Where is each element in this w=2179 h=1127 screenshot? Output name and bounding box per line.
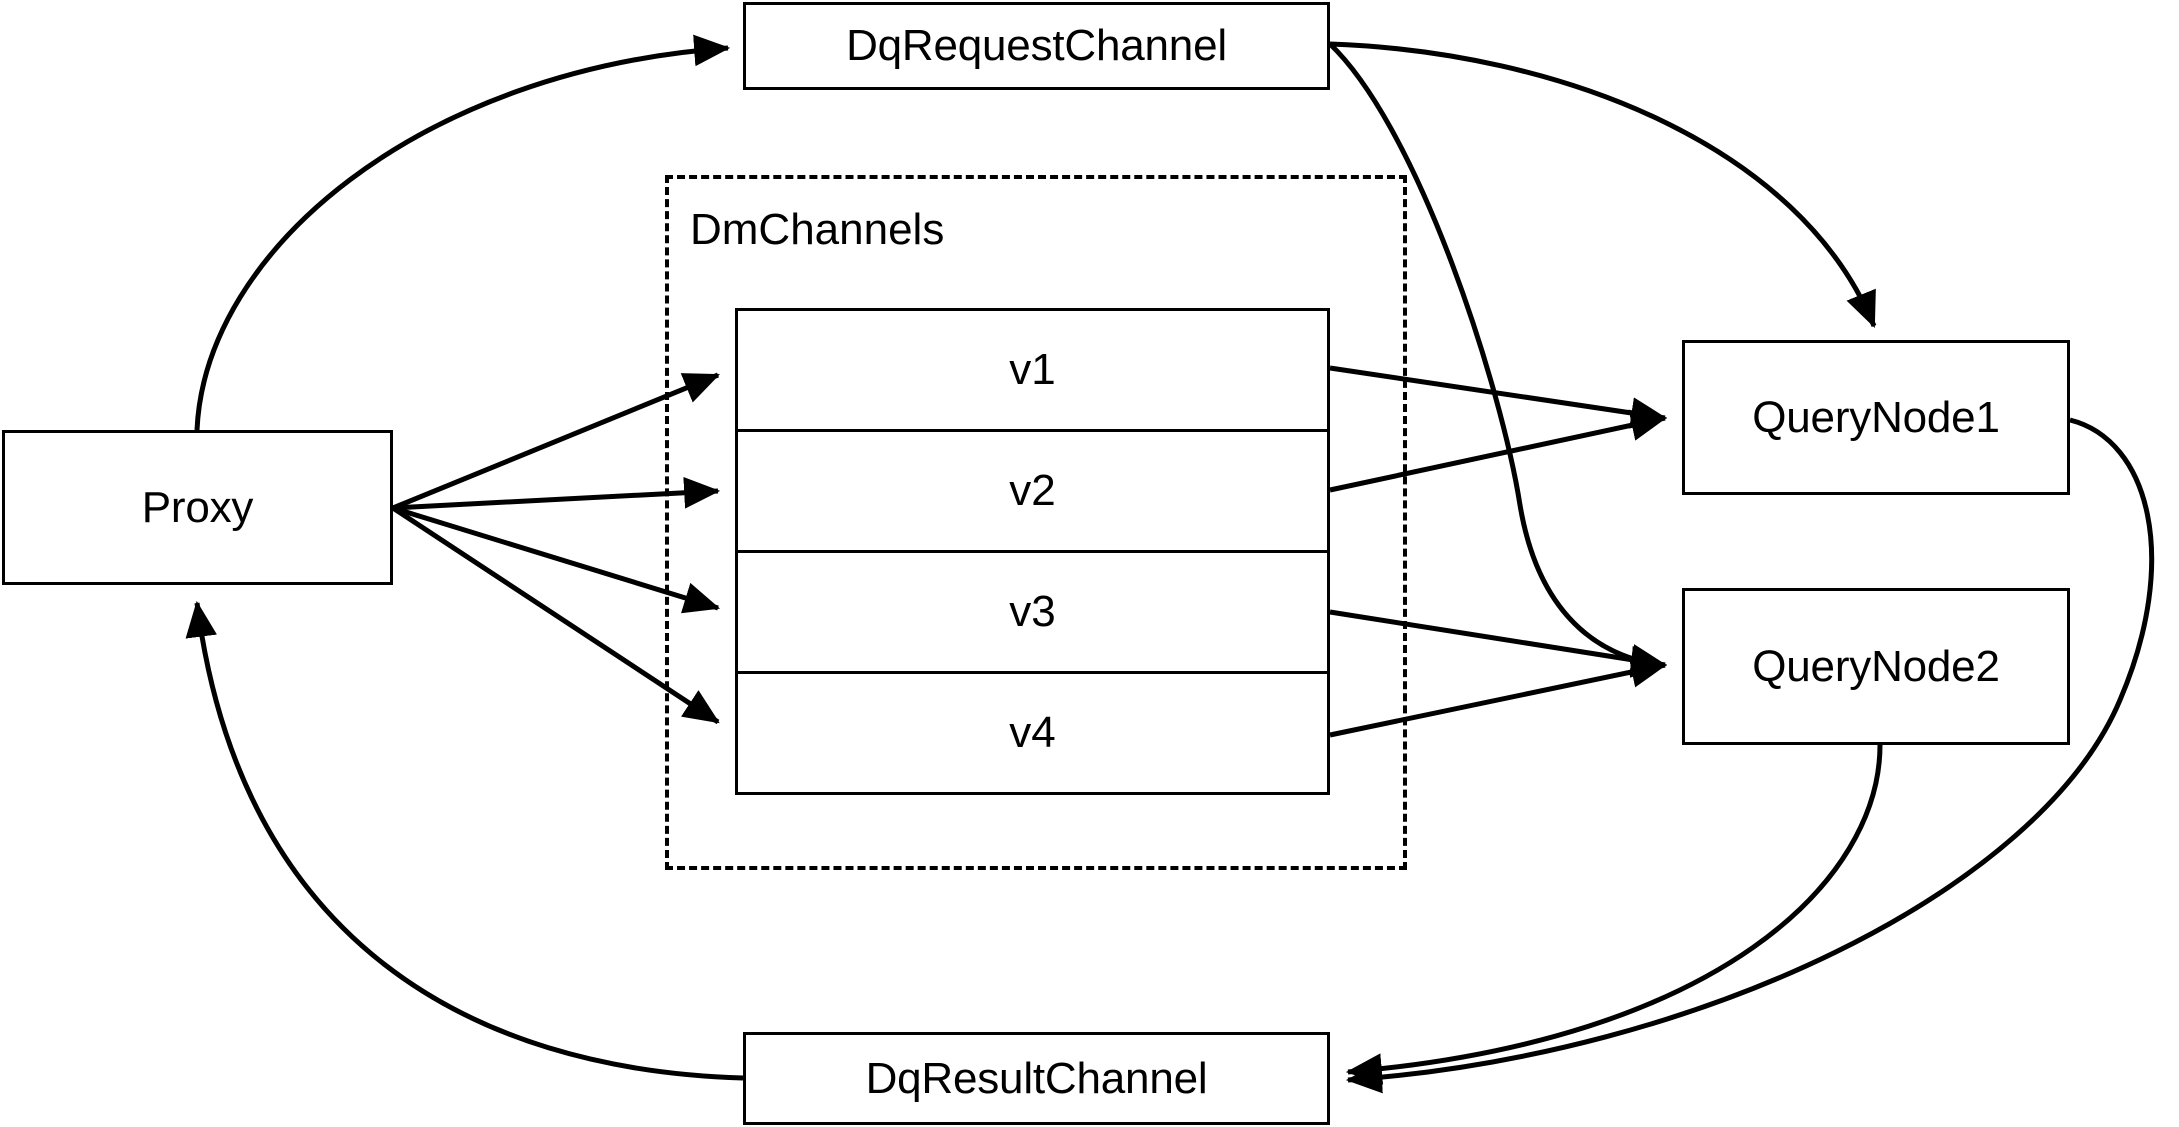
edge-proxy-to-v3 <box>392 505 721 614</box>
dm-channels-group-label: DmChannels <box>690 205 945 254</box>
edge-query-node-2-to-dq-result-channel <box>1345 744 1883 1085</box>
edge-v1-to-query-node-1 <box>1329 365 1668 429</box>
edge-proxy-to-v2 <box>392 476 721 511</box>
node-dq-result-channel-label: DqResultChannel <box>865 1053 1208 1103</box>
node-query-node-2[interactable]: QueryNode2 <box>1682 588 2070 745</box>
edge-proxy-to-v4 <box>391 505 720 725</box>
node-query-node-1[interactable]: QueryNode1 <box>1682 340 2070 495</box>
node-query-node-2-label: QueryNode2 <box>1752 641 2000 691</box>
vchannel-row-v1[interactable]: v1 <box>738 311 1327 432</box>
vchannel-row-v4[interactable]: v4 <box>738 674 1327 792</box>
vchannel-row-v2[interactable]: v2 <box>738 432 1327 553</box>
edge-v4-to-query-node-2 <box>1329 656 1668 738</box>
edge-v2-to-query-node-1 <box>1329 409 1668 493</box>
vchannel-label-v3: v3 <box>1009 587 1056 636</box>
node-query-node-1-label: QueryNode1 <box>1752 392 2000 442</box>
edge-dq-request-channel-to-query-node-1 <box>1329 41 1877 328</box>
node-dq-request-channel[interactable]: DqRequestChannel <box>743 2 1330 90</box>
vchannel-label-v4: v4 <box>1009 708 1056 757</box>
edge-query-node-1-to-dq-result-channel <box>1345 417 2155 1094</box>
node-proxy[interactable]: Proxy <box>2 430 393 585</box>
edge-v3-to-query-node-2 <box>1329 609 1668 676</box>
vchannel-row-v3[interactable]: v3 <box>738 553 1327 674</box>
vchannel-label-v1: v1 <box>1009 345 1056 394</box>
edge-dq-result-channel-to-proxy <box>185 600 744 1081</box>
vchannel-stack: v1 v2 v3 v4 <box>735 308 1330 795</box>
node-proxy-label: Proxy <box>141 482 254 532</box>
node-dq-request-channel-label: DqRequestChannel <box>846 21 1227 70</box>
edge-proxy-to-v1 <box>392 372 720 511</box>
vchannel-label-v2: v2 <box>1009 466 1056 515</box>
dm-channels-group <box>665 175 1407 870</box>
edge-proxy-to-dq-request-channel <box>194 34 731 431</box>
node-dq-result-channel[interactable]: DqResultChannel <box>743 1032 1330 1125</box>
edge-dq-request-channel-to-query-node-2 <box>1328 42 1668 678</box>
